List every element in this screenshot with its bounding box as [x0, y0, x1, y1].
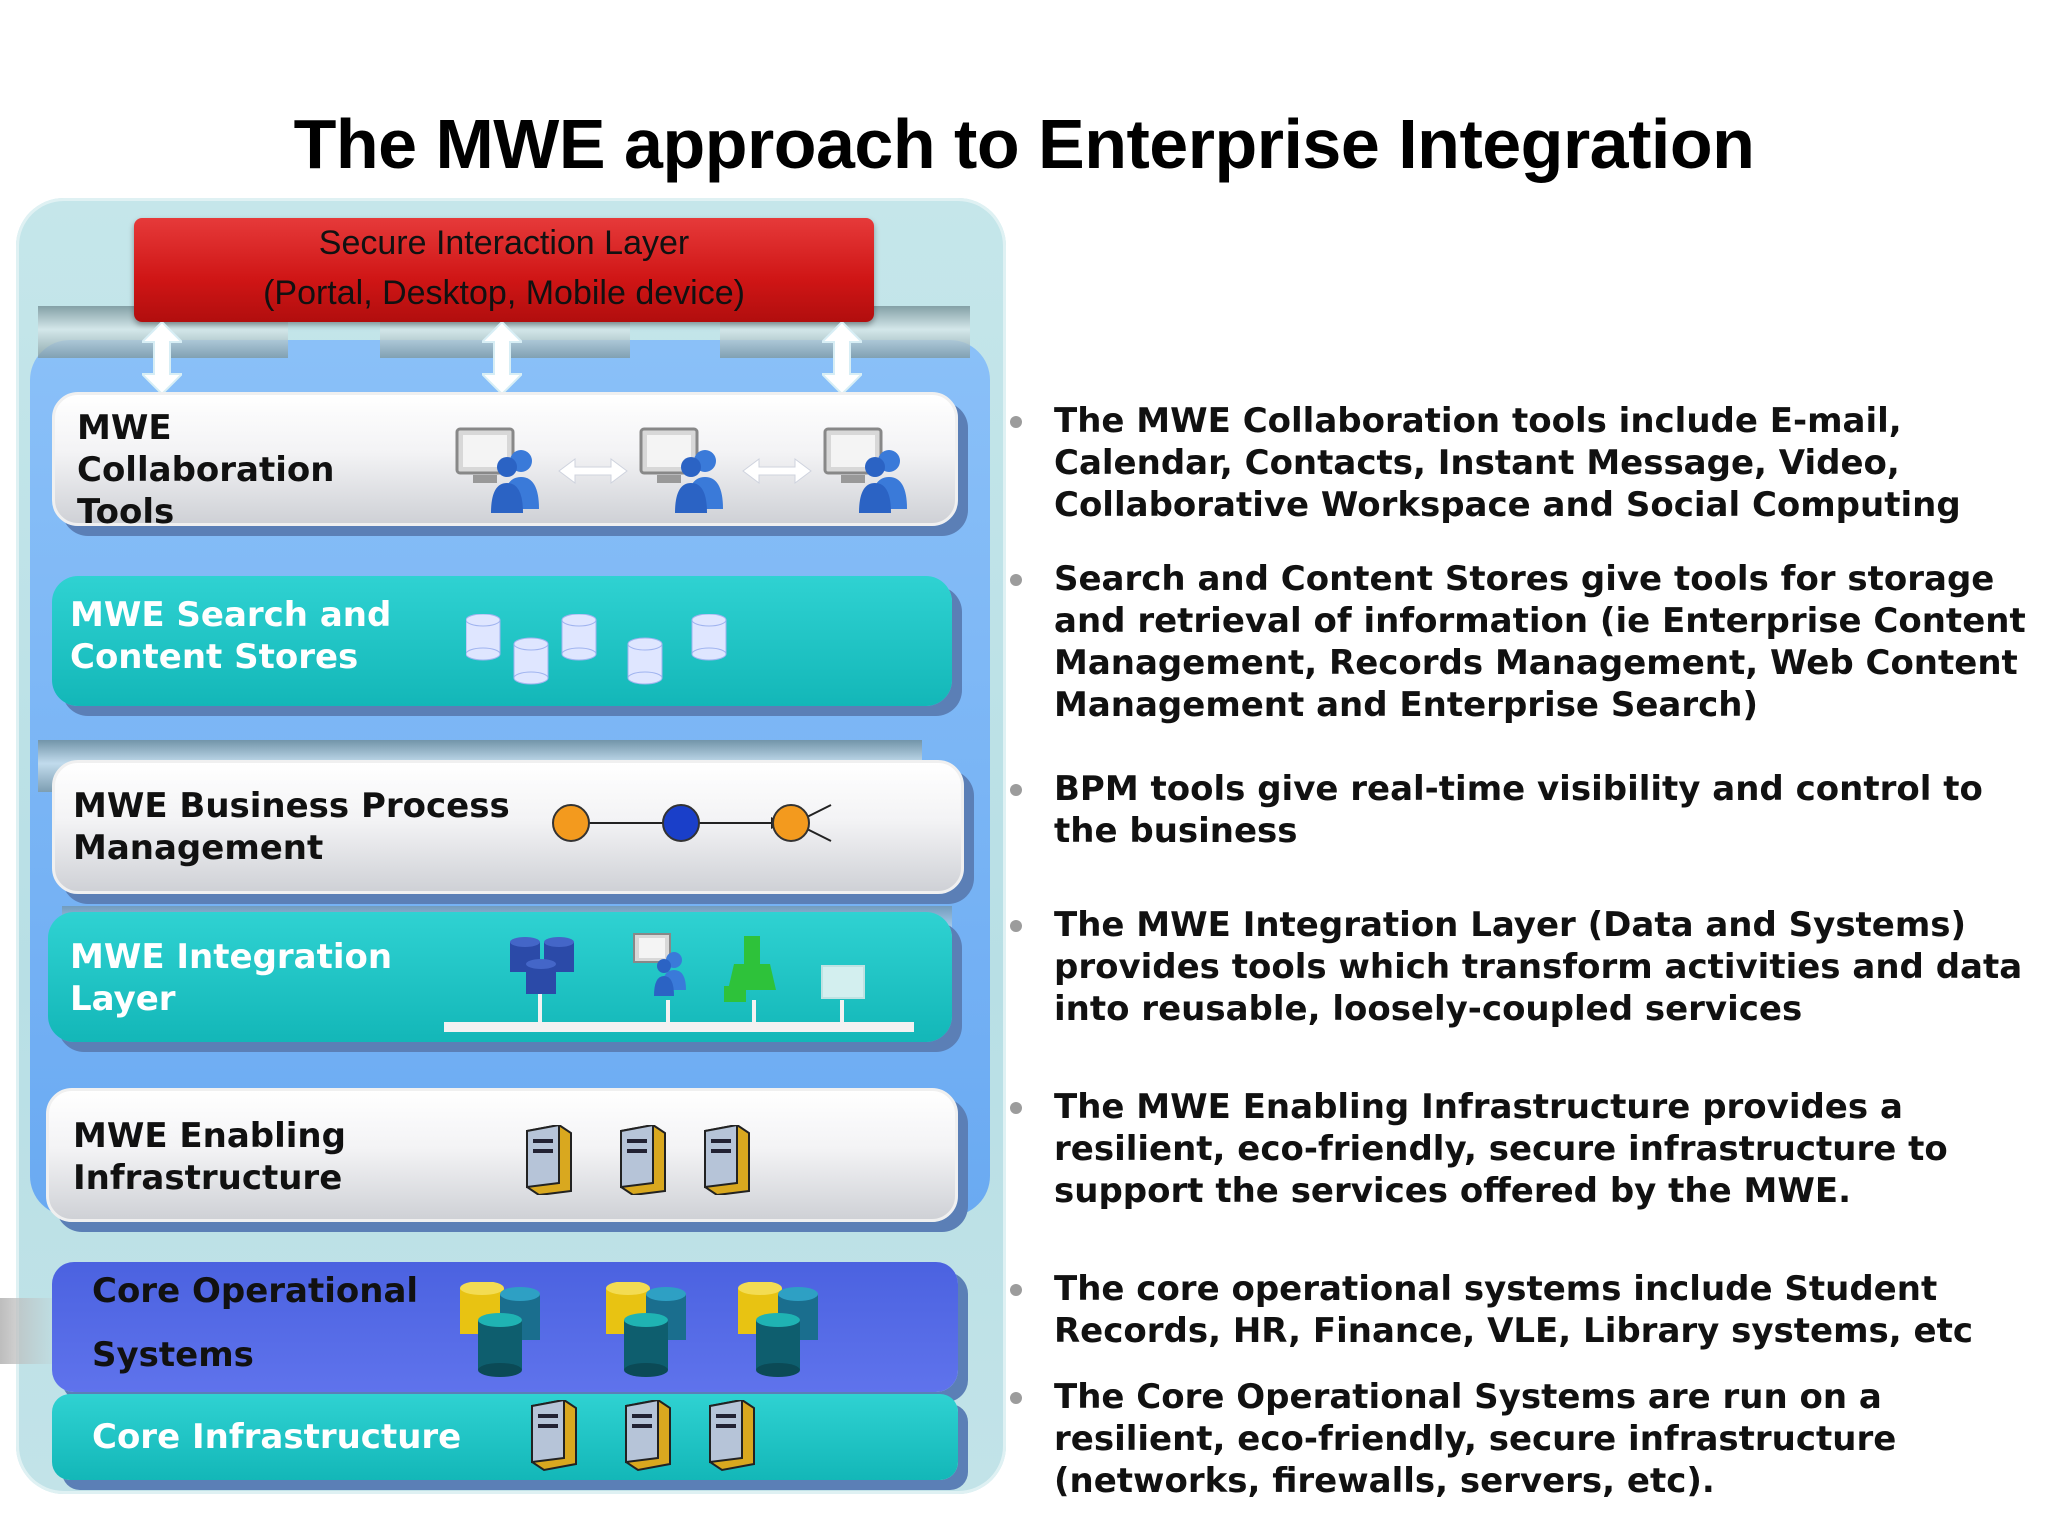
- bullet-dot: [1010, 1392, 1022, 1404]
- double-arrow-icon: [482, 322, 522, 394]
- shadow-band: [0, 1298, 60, 1364]
- search-content-layer: MWE Search and Content Stores: [52, 576, 952, 706]
- core-ops-label-line2: Systems: [92, 1335, 254, 1375]
- bpm-layer: MWE Business Process Management: [52, 760, 964, 894]
- bullet-collaboration: The MWE Collaboration tools include E-ma…: [1010, 400, 2040, 530]
- enabling-layer-label: MWE Enabling Infrastructure: [73, 1116, 346, 1198]
- page-title: The MWE approach to Enterprise Integrati…: [293, 105, 1755, 183]
- database-icon: [466, 614, 501, 661]
- bullet-bpm-text: BPM tools give real-time visibility and …: [1054, 769, 1983, 851]
- database-icons: [466, 614, 727, 685]
- bullet-dot: [1010, 920, 1022, 932]
- database-icon: [627, 637, 663, 685]
- bullet-enabling-text: The MWE Enabling Infrastructure provides…: [1054, 1087, 1948, 1211]
- server-icon: [526, 1125, 572, 1195]
- database-icon: [513, 637, 549, 685]
- bullet-core-ops: The core operational systems include Stu…: [1010, 1268, 2040, 1358]
- database-cluster-icon: [510, 937, 574, 994]
- bullet-enabling: The MWE Enabling Infrastructure provides…: [1010, 1086, 2040, 1216]
- green-connector-icon: [724, 936, 776, 1002]
- server-icon: [531, 1400, 577, 1472]
- double-arrow-icon: [822, 322, 862, 394]
- bullet-collaboration-text: The MWE Collaboration tools include E-ma…: [1054, 401, 1961, 525]
- bullet-core-ops-text: The core operational systems include Stu…: [1054, 1269, 1973, 1351]
- secure-layer-subtitle: (Portal, Desktop, Mobile device): [263, 274, 745, 312]
- terminal-icon: [821, 965, 865, 999]
- integration-icons: [444, 933, 914, 1032]
- core-infra-label: Core Infrastructure: [92, 1417, 462, 1457]
- server-icons: [531, 1400, 755, 1472]
- bullet-search: Search and Content Stores give tools for…: [1010, 558, 2040, 738]
- bullet-dot: [1010, 1102, 1022, 1114]
- secure-interaction-layer: Secure Interaction Layer (Portal, Deskto…: [134, 218, 874, 322]
- database-icon: [691, 614, 727, 661]
- bullet-integration-text: The MWE Integration Layer (Data and Syst…: [1054, 905, 2023, 1029]
- bullet-search-text: Search and Content Stores give tools for…: [1054, 559, 2026, 725]
- collaboration-layer-label: MWE Collaboration Tools: [77, 408, 335, 532]
- bullet-core-infra-text: The Core Operational Systems are run on …: [1054, 1377, 1897, 1501]
- bpm-layer-label: MWE Business Process Management: [73, 786, 510, 868]
- computer-user-icon: [455, 427, 539, 513]
- server-icon: [625, 1400, 671, 1472]
- bullet-dot: [1010, 784, 1022, 796]
- server-icon: [620, 1125, 666, 1195]
- collaboration-icons: [455, 427, 907, 513]
- server-icon: [704, 1125, 750, 1195]
- bullet-integration: The MWE Integration Layer (Data and Syst…: [1010, 904, 2040, 1034]
- server-icon: [709, 1400, 755, 1472]
- database-icon: [561, 614, 597, 661]
- database-stack-icon: [460, 1282, 540, 1377]
- computer-user-icon: [639, 427, 723, 513]
- search-layer-label: MWE Search and Content Stores: [70, 595, 392, 677]
- secure-layer-title: Secure Interaction Layer: [318, 224, 690, 262]
- integration-layer: MWE Integration Layer: [48, 912, 952, 1042]
- integration-layer-label: MWE Integration Layer: [70, 937, 393, 1019]
- computer-user-icon: [633, 933, 686, 996]
- computer-user-icon: [823, 427, 907, 513]
- core-infrastructure-layer: Core Infrastructure: [52, 1394, 958, 1480]
- process-flow-icon: [552, 804, 832, 842]
- bullet-core-infra: The Core Operational Systems are run on …: [1010, 1376, 2040, 1506]
- bullet-bpm: BPM tools give real-time visibility and …: [1010, 768, 2040, 858]
- bullet-dot: [1010, 1284, 1022, 1296]
- server-icons: [526, 1125, 750, 1195]
- enabling-infrastructure-layer: MWE Enabling Infrastructure: [46, 1088, 958, 1222]
- bullet-dot: [1010, 574, 1022, 586]
- database-stack-icon: [606, 1282, 686, 1377]
- collaboration-layer: MWE Collaboration Tools: [52, 392, 958, 532]
- database-stack-icons: [460, 1282, 818, 1377]
- bullet-dot: [1010, 416, 1022, 428]
- database-stack-icon: [738, 1282, 818, 1377]
- core-ops-label-line1: Core Operational: [92, 1271, 419, 1311]
- double-arrow-icon: [142, 322, 182, 394]
- core-operational-layer: Core Operational Systems: [52, 1262, 958, 1392]
